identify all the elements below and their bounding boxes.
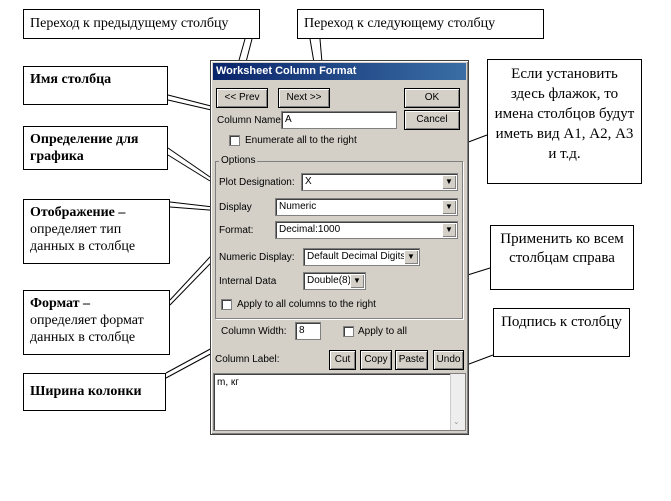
internal-data-select[interactable]: Double(8) ▼: [303, 272, 366, 290]
callout-display: Отображение – определяет тип данных в ст…: [23, 199, 170, 264]
column-width-label: Column Width:: [221, 326, 287, 337]
callout-column-name: Имя столбца: [23, 66, 168, 105]
callout-enumerate-text: Если установить здесь флажок, то имена с…: [494, 66, 635, 162]
display-value: Numeric: [279, 201, 317, 212]
callout-format-title: Формат –: [30, 296, 91, 311]
callout-format: Формат – определяет формат данных в стол…: [23, 290, 170, 355]
callout-column-label: Подпись к столбцу: [493, 308, 630, 357]
apply-all-right-checkbox[interactable]: [221, 299, 232, 310]
display-select[interactable]: Numeric ▼: [275, 198, 458, 216]
numeric-display-value: Default Decimal Digits: [307, 251, 406, 262]
options-group-label: Options: [219, 155, 258, 166]
callout-prev-column: Переход к предыдущему столбцу: [23, 9, 260, 39]
chevron-down-icon: ▼: [442, 200, 456, 214]
callout-apply-all-text: Применить ко всем столбцам справа: [500, 231, 624, 266]
scroll-down-icon[interactable]: ⌄: [453, 417, 460, 426]
callout-apply-all: Применить ко всем столбцам справа: [490, 225, 634, 290]
column-width-input[interactable]: 8: [295, 322, 321, 340]
chevron-down-icon: ▼: [442, 223, 456, 237]
format-label: Format:: [219, 225, 254, 236]
apply-all-right-label: Apply to all columns to the right: [237, 299, 376, 310]
enumerate-checkbox[interactable]: [229, 135, 240, 146]
callout-display-title: Отображение –: [30, 205, 126, 220]
column-label-textarea[interactable]: m, кг ⌄: [213, 373, 466, 431]
column-name-label: Column Name:: [217, 115, 284, 126]
apply-to-all-label: Apply to all: [358, 326, 407, 337]
format-select[interactable]: Decimal:1000 ▼: [275, 221, 458, 239]
chevron-down-icon: ▼: [350, 274, 364, 288]
callout-prev-column-text: Переход к предыдущему столбцу: [30, 16, 229, 31]
worksheet-column-format-dialog: Worksheet Column Format << Prev Next >> …: [210, 60, 469, 435]
cut-button[interactable]: Cut: [329, 350, 356, 370]
callout-column-width-text: Ширина колонки: [30, 384, 142, 399]
column-label-text: m, кг: [217, 377, 239, 388]
callout-display-text: определяет тип данных в столбце: [30, 222, 136, 254]
column-label-label: Column Label:: [215, 354, 280, 365]
callout-plot-designation: Определение для графика: [23, 126, 168, 170]
numeric-display-select[interactable]: Default Decimal Digits ▼: [303, 248, 420, 266]
numeric-display-label: Numeric Display:: [219, 252, 295, 263]
copy-button[interactable]: Copy: [360, 350, 392, 370]
callout-enumerate: Если установить здесь флажок, то имена с…: [487, 59, 642, 184]
internal-data-value: Double(8): [307, 275, 351, 286]
callout-plot-designation-text: Определение для графика: [30, 132, 139, 164]
callout-next-column-text: Переход к следующему столбцу: [304, 16, 496, 31]
column-name-input[interactable]: A: [281, 111, 397, 129]
options-group: [215, 161, 463, 319]
paste-button[interactable]: Paste: [395, 350, 428, 370]
callout-column-name-text: Имя столбца: [30, 72, 112, 87]
callout-format-text: определяет формат данных в столбце: [30, 313, 144, 345]
chevron-down-icon: ▼: [442, 175, 456, 189]
callout-column-label-text: Подпись к столбцу: [501, 314, 622, 330]
plot-designation-label: Plot Designation:: [219, 177, 295, 188]
apply-to-all-checkbox[interactable]: [343, 326, 354, 337]
callout-column-width: Ширина колонки: [23, 373, 166, 411]
prev-button[interactable]: << Prev: [216, 88, 268, 108]
cancel-button[interactable]: Cancel: [404, 110, 460, 130]
textarea-scrollbar[interactable]: ⌄: [450, 374, 465, 430]
plot-designation-value: X: [305, 176, 312, 187]
next-button[interactable]: Next >>: [278, 88, 330, 108]
enumerate-label: Enumerate all to the right: [245, 135, 357, 146]
callout-next-column: Переход к следующему столбцу: [297, 9, 544, 39]
ok-button[interactable]: OK: [404, 88, 460, 108]
internal-data-label: Internal Data: [219, 276, 277, 287]
format-value: Decimal:1000: [279, 224, 341, 235]
chevron-down-icon: ▼: [404, 250, 418, 264]
undo-button[interactable]: Undo: [433, 350, 464, 370]
display-label: Display: [219, 202, 252, 213]
plot-designation-select[interactable]: X ▼: [301, 173, 458, 191]
dialog-title: Worksheet Column Format: [213, 63, 466, 80]
